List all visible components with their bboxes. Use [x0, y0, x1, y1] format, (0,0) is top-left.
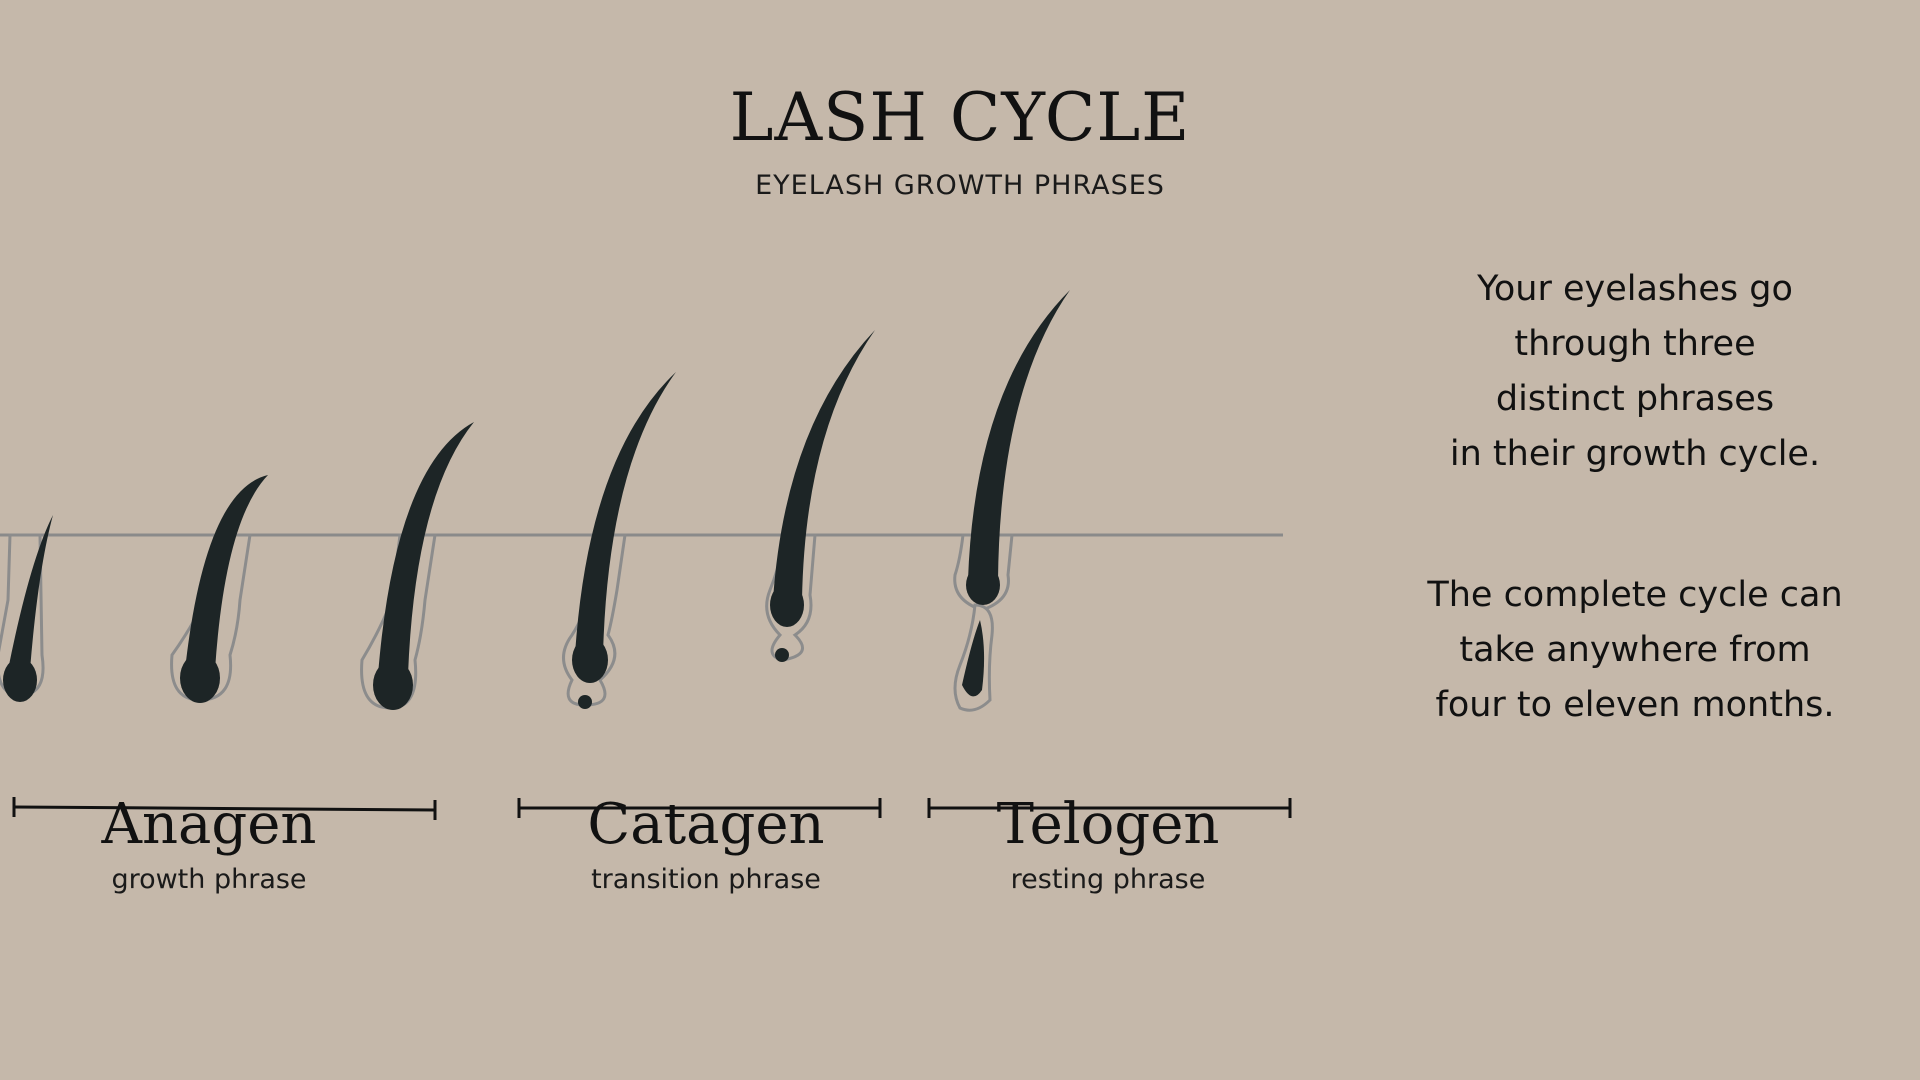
lash-shaft: [185, 475, 268, 670]
telogen-range-bracket: [927, 798, 1292, 818]
page-title: LASH CYCLE: [729, 79, 1191, 156]
anagen-range-bracket: [12, 797, 437, 820]
phase-catagen: Catagen transition phrase: [556, 790, 856, 900]
lash-follicle-4: [562, 372, 676, 709]
info-line: in their growth cycle.: [1449, 434, 1821, 474]
phase-description: resting phrase: [1010, 864, 1206, 895]
lash-follicle-6: [953, 290, 1070, 712]
lash-shaft: [968, 290, 1070, 580]
info-line: take anywhere from: [1459, 630, 1811, 670]
lash-shaft: [575, 372, 676, 655]
lash-follicle-5: [765, 330, 875, 662]
lash-shaft: [773, 330, 875, 600]
lash-shaft: [378, 422, 474, 675]
catagen-range-bracket: [517, 798, 882, 818]
phase-name: Catagen: [587, 792, 825, 857]
lash-shaft: [8, 515, 53, 670]
info-paragraph-1: Your eyelashes go through three distinct…: [1400, 262, 1870, 482]
lash-fragment: [962, 620, 985, 697]
page-subtitle: EYELASH GROWTH PHRASES: [755, 170, 1165, 201]
info-line: Your eyelashes go: [1477, 269, 1793, 309]
lash-fragment: [578, 695, 592, 709]
lash-fragment: [775, 648, 789, 662]
phase-description: growth phrase: [111, 864, 307, 895]
info-line: through three: [1514, 324, 1756, 364]
lash-follicle-3: [360, 422, 474, 710]
lash-follicle-1: [0, 515, 53, 702]
phase-description: transition phrase: [591, 864, 821, 895]
info-line: four to eleven months.: [1435, 685, 1835, 725]
info-line: distinct phrases: [1495, 379, 1775, 419]
info-paragraph-2: The complete cycle can take anywhere fro…: [1400, 568, 1870, 733]
phase-name: Anagen: [101, 792, 317, 857]
lash-follicle-2: [170, 475, 268, 703]
lash-cycle-diagram: [0, 290, 1292, 820]
phase-anagen: Anagen growth phrase: [59, 790, 359, 900]
info-line: The complete cycle can: [1427, 575, 1843, 615]
phase-telogen: Telogen resting phrase: [958, 790, 1258, 900]
phase-name: Telogen: [996, 792, 1220, 857]
